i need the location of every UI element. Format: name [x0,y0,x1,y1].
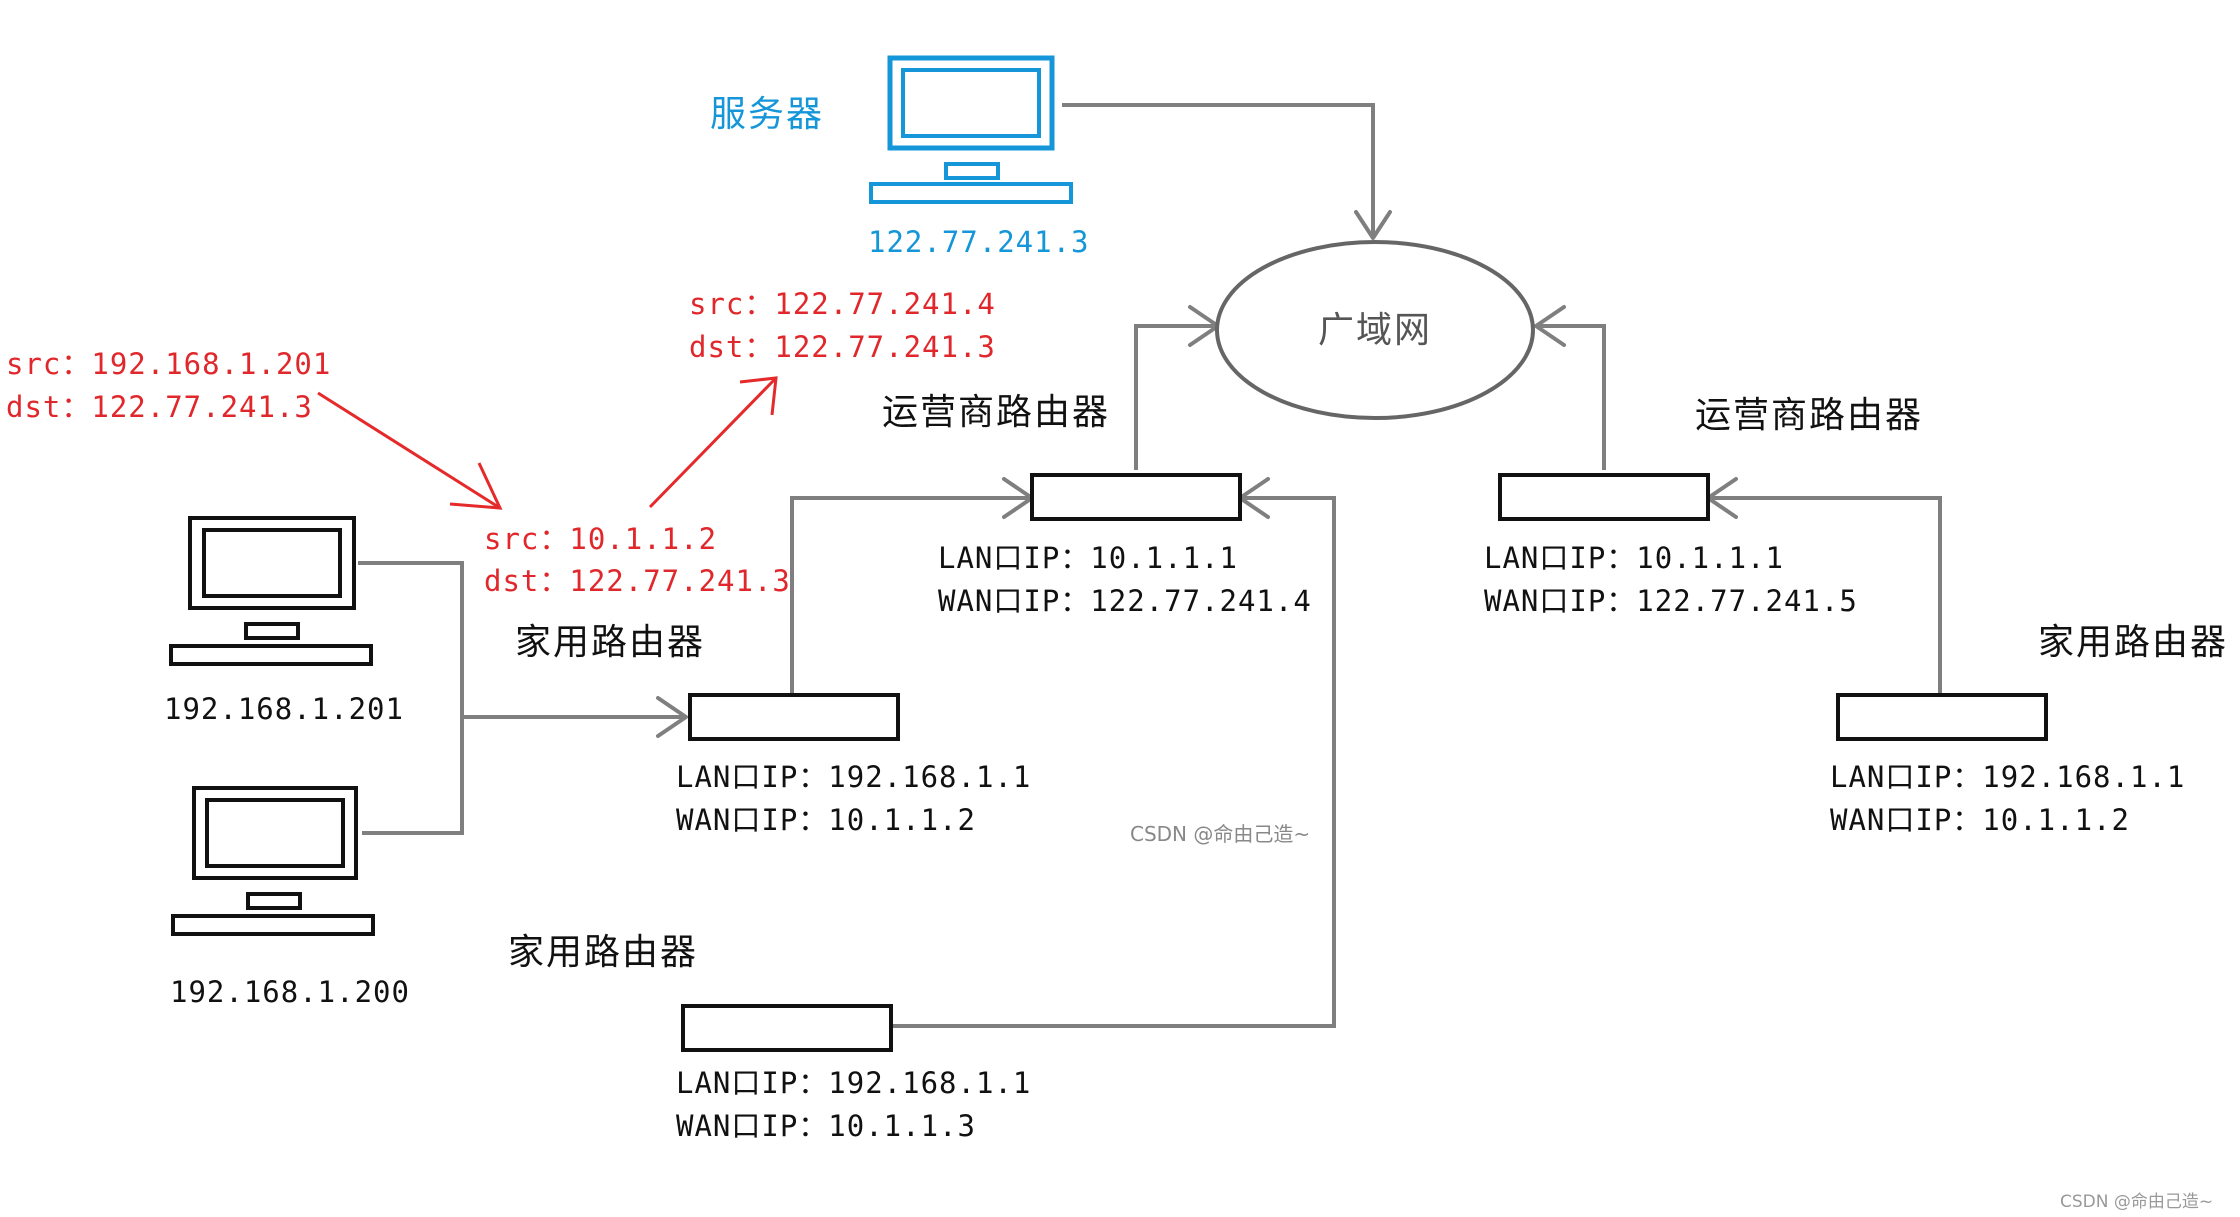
home-router-3-wan-ip: WAN口IP：10.1.1.2 [1830,803,2130,837]
home-router-2-box [681,1004,893,1052]
packet-nat1: src：10.1.1.2 dst：122.77.241.3 [484,522,791,598]
home-router-1-lan-ip: LAN口IP：192.168.1.1 [676,760,1031,794]
isp-router-left-lan-ip: LAN口IP：10.1.1.1 [938,541,1238,575]
home-router-1-wan-ip: WAN口IP：10.1.1.2 [676,803,976,837]
link-isp-right-to-wan [1534,305,1606,470]
server: 服务器 122.77.241.3 [710,55,1090,259]
wan-cloud: 广域网 [1215,240,1535,420]
pc-top-ip: 192.168.1.201 [164,692,404,726]
isp-router-right-lan-ip: LAN口IP：10.1.1.1 [1484,541,1784,575]
link-isp-left-to-wan [1134,305,1220,470]
home-router-2-lan-ip: LAN口IP：192.168.1.1 [676,1066,1031,1100]
server-monitor-icon [869,55,1073,204]
isp-router-right: 运营商路由器 LAN口IP：10.1.1.1 WAN口IP：122.77.241… [1484,395,1923,618]
packet-lan-src: src：192.168.1.201 [6,347,331,381]
home-router-2-wan-ip: WAN口IP：10.1.1.3 [676,1109,976,1143]
packet-nat2: src：122.77.241.4 dst：122.77.241.3 [689,287,996,364]
packet-nat1-src: src：10.1.1.2 [484,522,717,556]
pc-bottom-ip: 192.168.1.200 [170,975,410,1009]
home-router-3-lan-ip: LAN口IP：192.168.1.1 [1830,760,2185,794]
packet-lan-dst: dst：122.77.241.3 [6,390,313,424]
packet-nat2-src: src：122.77.241.4 [689,287,996,321]
pc-bottom: 192.168.1.200 [170,786,410,1009]
home-router-3-label: 家用路由器 [2038,622,2228,663]
isp-router-left-box [1030,473,1242,521]
server-label: 服务器 [710,94,824,135]
home-router-3: 家用路由器 LAN口IP：192.168.1.1 WAN口IP：10.1.1.2 [1830,622,2228,837]
isp-router-right-label: 运营商路由器 [1695,395,1923,436]
isp-router-right-wan-ip: WAN口IP：122.77.241.5 [1484,584,1858,618]
home-router-2-label: 家用路由器 [508,932,698,973]
watermark-center: CSDN @命由己造~ [1130,822,1310,846]
packet-nat1-dst: dst：122.77.241.3 [484,564,791,598]
wan-cloud-label: 广域网 [1318,310,1432,351]
watermark-corner: CSDN @命由己造~ [2060,1192,2213,1212]
home-router-1: 家用路由器 LAN口IP：192.168.1.1 WAN口IP：10.1.1.2 [515,622,1031,837]
packet-flow-arrows [317,376,778,510]
packet-lan: src：192.168.1.201 dst：122.77.241.3 [6,347,331,424]
server-ip: 122.77.241.3 [868,225,1090,259]
home-router-3-box [1836,693,2048,741]
pc-top-monitor-icon [169,516,373,666]
isp-router-right-box [1498,473,1710,521]
isp-router-left: 运营商路由器 LAN口IP：10.1.1.1 WAN口IP：122.77.241… [882,392,1312,618]
pc-bottom-monitor-icon [171,786,375,936]
packet-nat2-dst: dst：122.77.241.3 [689,330,996,364]
link-pcs-to-home1 [358,561,688,835]
home-router-2: 家用路由器 LAN口IP：192.168.1.1 WAN口IP：10.1.1.3 [508,932,1031,1143]
home-router-1-box [688,693,900,741]
isp-router-left-wan-ip: WAN口IP：122.77.241.4 [938,584,1312,618]
link-server-to-wan [1062,103,1392,240]
home-router-1-label: 家用路由器 [515,622,705,663]
isp-router-left-label: 运营商路由器 [882,392,1110,433]
pc-top: 192.168.1.201 [164,516,404,726]
